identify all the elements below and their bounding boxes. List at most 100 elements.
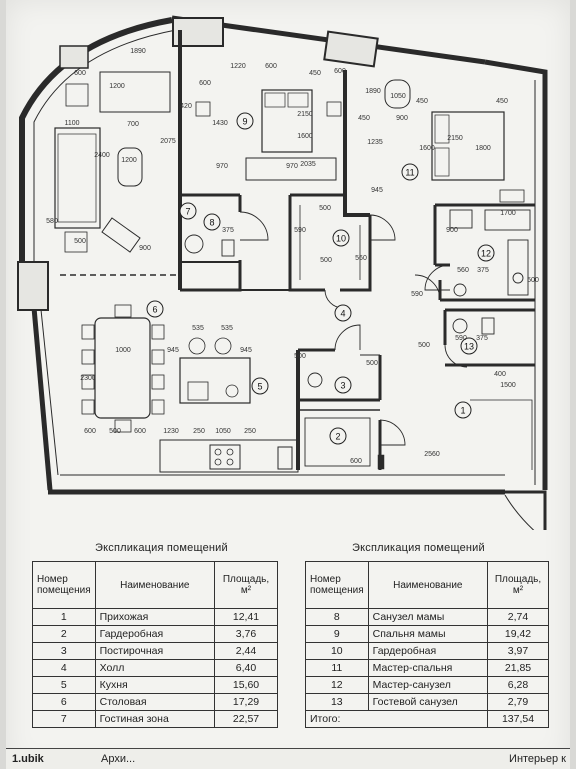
room-number-4: 4 bbox=[334, 304, 352, 322]
right-explication-table: Номер помещения Наименование Площадь, м²… bbox=[305, 561, 549, 728]
dimension-label: 500 bbox=[74, 238, 86, 245]
dimension-label: 500 bbox=[527, 277, 539, 284]
svg-text:13: 13 bbox=[464, 342, 474, 352]
svg-text:2: 2 bbox=[335, 432, 340, 442]
col-number-header: Номер помещения bbox=[32, 561, 96, 609]
room-number-12: 12 bbox=[477, 244, 495, 262]
room-name-cell: Гардеробная bbox=[367, 642, 489, 660]
dimension-label: 420 bbox=[180, 103, 192, 110]
room-area-cell: 17,29 bbox=[214, 693, 278, 711]
footer-mid-text: Архи... bbox=[101, 753, 136, 765]
dimension-label: 600 bbox=[265, 63, 277, 70]
dimension-label: 2150 bbox=[297, 111, 313, 118]
dimension-label: 450 bbox=[309, 70, 321, 77]
exterior-wall-right bbox=[484, 59, 548, 490]
dimension-label: 375 bbox=[476, 335, 488, 342]
room-number-3: 3 bbox=[334, 376, 352, 394]
footer-right-text: Интерьер к bbox=[509, 753, 566, 765]
svg-text:11: 11 bbox=[405, 168, 414, 178]
svg-text:5: 5 bbox=[257, 382, 262, 392]
dimension-label: 600 bbox=[199, 80, 211, 87]
dimension-label: 590 bbox=[294, 227, 306, 234]
room-area-cell: 6,40 bbox=[214, 659, 278, 677]
room-number-cell: 3 bbox=[32, 642, 96, 660]
room-name-cell: Холл bbox=[94, 659, 216, 677]
right-table-title: Экспликация помещений bbox=[352, 542, 485, 554]
room-area-cell: 19,42 bbox=[487, 625, 549, 643]
dimension-label: 1050 bbox=[215, 428, 231, 435]
dimension-label: 1050 bbox=[390, 93, 406, 100]
room-number-cell: 7 bbox=[32, 710, 96, 728]
room-number-1: 1 bbox=[454, 401, 472, 419]
svg-text:6: 6 bbox=[152, 305, 157, 315]
room-name-cell: Мастер-спальня bbox=[367, 659, 489, 677]
dimension-label: 1500 bbox=[500, 382, 516, 389]
room-area-cell: 21,85 bbox=[487, 659, 549, 677]
dimension-label: 535 bbox=[192, 325, 204, 332]
dimension-label: 375 bbox=[222, 227, 234, 234]
dimension-label: 580 bbox=[46, 218, 58, 225]
total-label: Итого: bbox=[305, 710, 488, 728]
svg-text:10: 10 bbox=[336, 234, 346, 244]
svg-text:8: 8 bbox=[209, 218, 214, 228]
room-number-cell: 8 bbox=[305, 608, 369, 626]
dimension-label: 1100 bbox=[64, 120, 79, 127]
room-name-cell: Кухня bbox=[94, 676, 216, 694]
room-area-cell: 12,41 bbox=[214, 608, 278, 626]
title-block-strip: 1.ubik Архи... Интерьер к bbox=[6, 748, 570, 769]
room-name-cell: Санузел мамы bbox=[367, 608, 489, 626]
room-number-cell: 4 bbox=[32, 659, 96, 677]
col-name-header: Наименование bbox=[367, 561, 489, 609]
dimension-label: 945 bbox=[240, 347, 252, 354]
dimension-label: 700 bbox=[127, 121, 139, 128]
dimension-label: 500 bbox=[418, 342, 430, 349]
room-number-7: 7 bbox=[179, 202, 197, 220]
dimension-label: 600 bbox=[350, 458, 362, 465]
dimension-label: 1700 bbox=[500, 210, 516, 217]
dimension-label: 500 bbox=[294, 353, 306, 360]
svg-text:4: 4 bbox=[340, 309, 345, 319]
dimension-label: 900 bbox=[396, 115, 408, 122]
dimension-label: 600 bbox=[74, 70, 86, 77]
dimension-label: 900 bbox=[446, 227, 458, 234]
dimension-label: 2035 bbox=[300, 161, 316, 168]
dimension-label: 945 bbox=[371, 187, 383, 194]
room-area-cell: 3,97 bbox=[487, 642, 549, 660]
dimension-label: 2075 bbox=[160, 138, 176, 145]
dimension-label: 590 bbox=[455, 335, 467, 342]
col-area-header: Площадь, м² bbox=[487, 561, 549, 609]
left-explication-table: Номер помещения Наименование Площадь, м²… bbox=[32, 561, 278, 728]
dimension-label: 250 bbox=[244, 428, 256, 435]
room-name-cell: Спальня мамы bbox=[367, 625, 489, 643]
total-row: Итого: 137,54 bbox=[305, 710, 549, 728]
room-number-cell: 1 bbox=[32, 608, 96, 626]
dimension-label: 1200 bbox=[121, 157, 137, 164]
dimension-label: 560 bbox=[355, 255, 367, 262]
dimension-label: 970 bbox=[286, 163, 298, 170]
dimension-label: 560 bbox=[457, 267, 469, 274]
room-number-6: 6 bbox=[146, 300, 164, 318]
room-area-cell: 2,74 bbox=[487, 608, 549, 626]
dimension-label: 2560 bbox=[424, 451, 440, 458]
dimension-label: 1200 bbox=[109, 83, 125, 90]
room-name-cell: Гардеробная bbox=[94, 625, 216, 643]
svg-text:1: 1 bbox=[460, 406, 465, 416]
dimension-label: 400 bbox=[494, 371, 506, 378]
room-area-cell: 2,44 bbox=[214, 642, 278, 660]
col-name-header: Наименование bbox=[94, 561, 216, 609]
dimension-label: 945 bbox=[167, 347, 179, 354]
dimension-label: 1890 bbox=[130, 48, 146, 55]
col-area-header: Площадь, м² bbox=[214, 561, 278, 609]
dimension-label: 1600 bbox=[297, 133, 313, 140]
dimension-label: 1800 bbox=[475, 145, 491, 152]
dimension-label: 600 bbox=[84, 428, 96, 435]
dimension-label: 1890 bbox=[365, 88, 381, 95]
